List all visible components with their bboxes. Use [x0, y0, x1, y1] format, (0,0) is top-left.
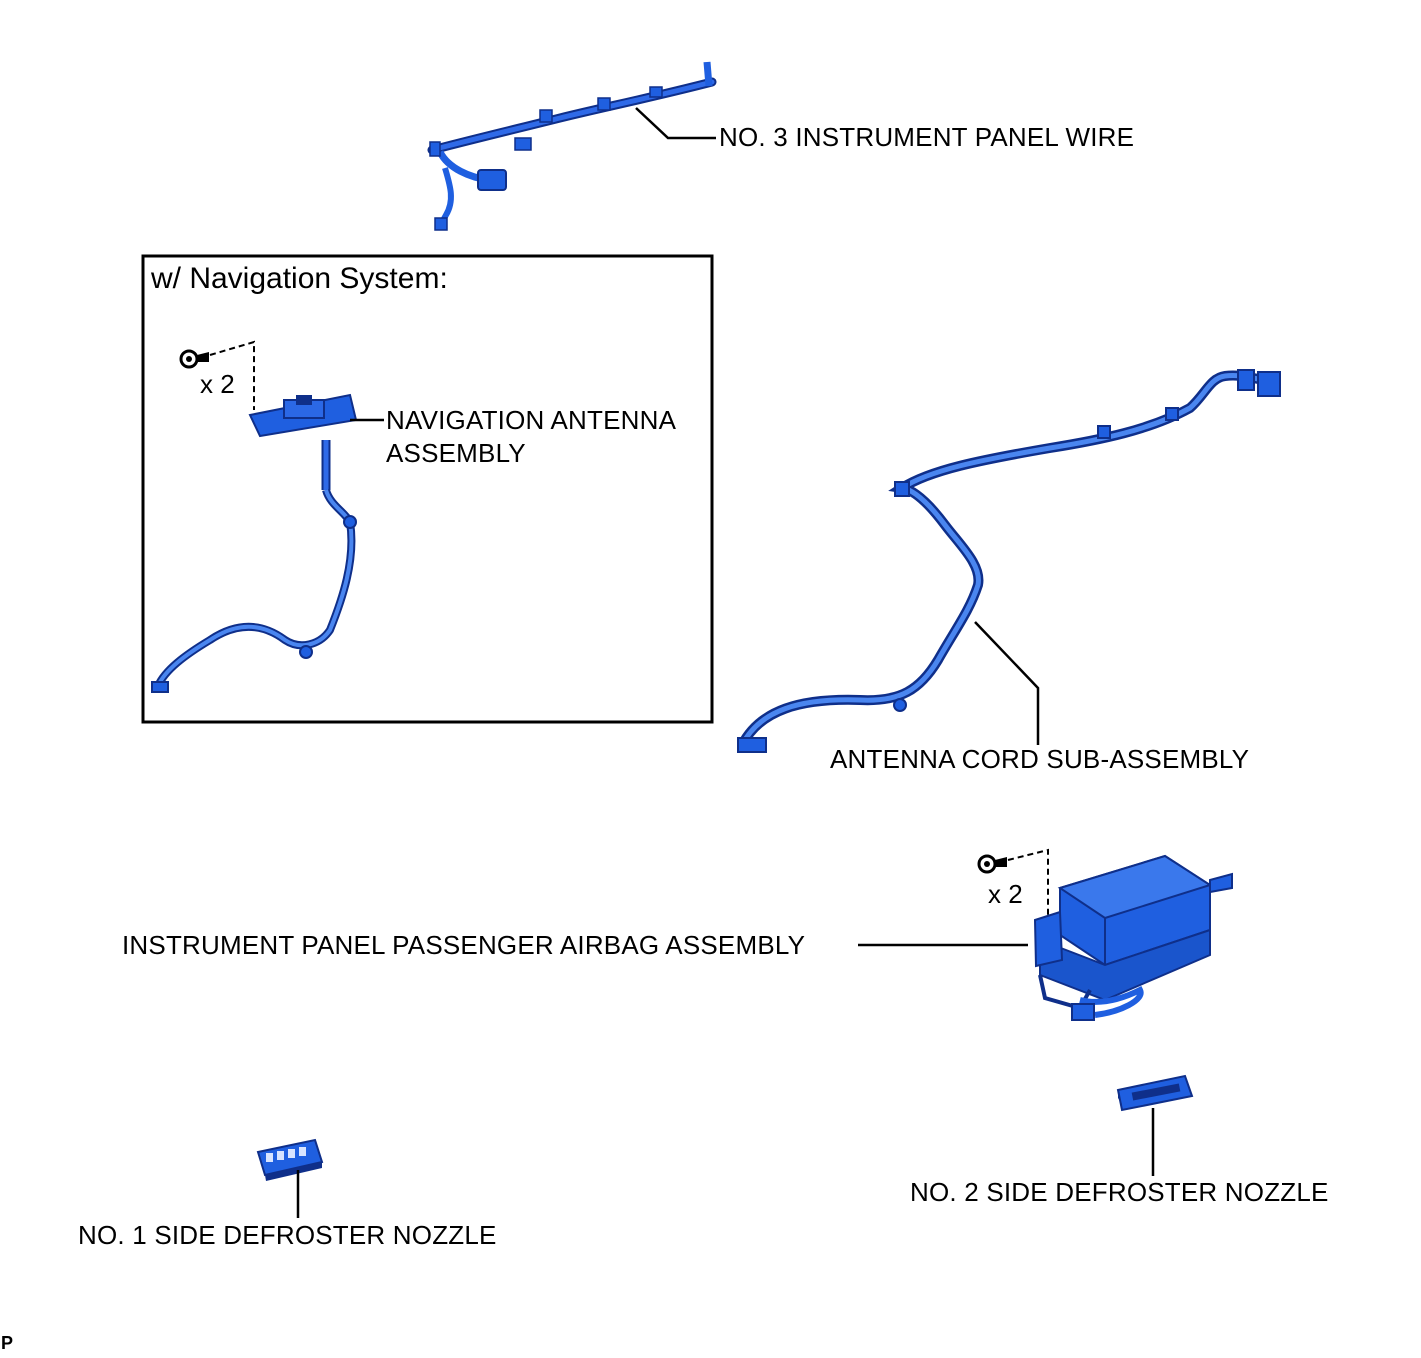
nav-antenna-label-line1: NAVIGATION ANTENNA	[386, 405, 677, 435]
navigation-antenna-part	[151, 393, 358, 693]
antenna-cord-part	[737, 369, 1281, 753]
instrument-panel-wire-part	[427, 61, 717, 231]
nav-box-title: w/ Navigation System:	[151, 262, 448, 295]
airbag-assembly-part	[1033, 854, 1233, 1021]
antenna-cord-label: ANTENNA CORD SUB-ASSEMBLY	[830, 744, 1250, 774]
antenna-cord-leader	[974, 621, 1040, 745]
corner-mark: P	[1, 1333, 14, 1353]
nav-bolt-quantity: x 2	[200, 369, 235, 399]
navigation-system-frame	[141, 254, 714, 724]
bolt-icon	[179, 349, 209, 369]
airbag-bolt-dashed-line	[1007, 848, 1049, 922]
no2-defroster-nozzle-part	[1116, 1074, 1194, 1112]
airbag-label: INSTRUMENT PANEL PASSENGER AIRBAG ASSEMB…	[122, 930, 806, 960]
panel-wire-leader	[635, 107, 716, 140]
no1-defroster-nozzle-part	[256, 1138, 324, 1181]
panel-wire-label: NO. 3 INSTRUMENT PANEL WIRE	[719, 122, 1135, 152]
nav-antenna-label-line2: ASSEMBLY	[386, 438, 526, 468]
airbag-bolt-quantity: x 2	[988, 879, 1023, 909]
no1-nozzle-label: NO. 1 SIDE DEFROSTER NOZZLE	[78, 1220, 497, 1250]
nav-bolt-dashed-line	[209, 340, 255, 410]
bolt-icon	[977, 854, 1007, 874]
no2-nozzle-label: NO. 2 SIDE DEFROSTER NOZZLE	[910, 1177, 1329, 1207]
